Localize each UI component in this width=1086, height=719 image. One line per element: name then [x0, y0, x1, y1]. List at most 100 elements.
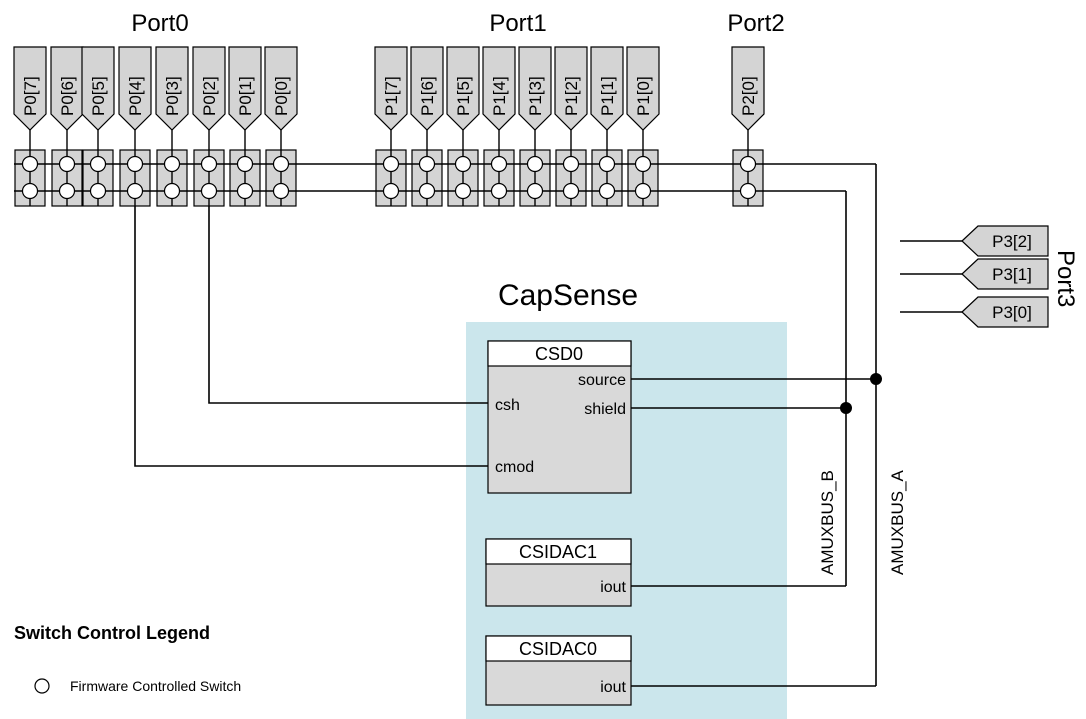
firmware-switch-icon[interactable] [21, 182, 39, 200]
pin-shape [155, 46, 189, 131]
pin-shape [192, 46, 226, 131]
pin-p05: P0[5] [81, 46, 115, 207]
firmware-switch-icon[interactable] [562, 155, 580, 173]
csidac0-block: CSIDAC0 iout [485, 635, 632, 706]
pin-p13: P1[3] [518, 46, 552, 207]
pin-p16: P1[6] [410, 46, 444, 207]
csidac1-title: CSIDAC1 [519, 542, 597, 562]
firmware-switch-icon[interactable] [126, 182, 144, 200]
pin-label: P0[4] [126, 76, 145, 116]
pin-p07: P0[7] [13, 46, 47, 207]
pin-p15: P1[5] [446, 46, 480, 207]
csd0-source-label: source [578, 372, 626, 389]
firmware-switch-icon[interactable] [490, 182, 508, 200]
pin-shape [961, 296, 1049, 328]
firmware-switch-icon[interactable] [418, 155, 436, 173]
pin-label: P1[4] [490, 76, 509, 116]
pin-p32: P3[2] [900, 225, 1049, 257]
firmware-switch-icon[interactable] [739, 182, 757, 200]
pin-shape [228, 46, 262, 131]
firmware-switch-icon[interactable] [739, 155, 757, 173]
port-pins: P0[7] P0[6]P0[5] P0[4] P0[3] P0[2] P0[1] P0[0]… [13, 46, 765, 207]
firmware-switch-icon[interactable] [21, 155, 39, 173]
firmware-switch-icon[interactable] [526, 182, 544, 200]
pin-shape [518, 46, 552, 131]
pin-shape [590, 46, 624, 131]
csd0-block: CSD0 source shield csh cmod [487, 340, 632, 494]
csd0-shield-label: shield [584, 401, 626, 418]
pin-p11: P1[1] [590, 46, 624, 207]
pin-shape [554, 46, 588, 131]
capsense-title: CapSense [498, 279, 638, 312]
firmware-switch-icon[interactable] [272, 182, 290, 200]
pin-label: P0[2] [200, 76, 219, 116]
pin-label: P1[1] [598, 76, 617, 116]
csidac0-iout-label: iout [600, 679, 626, 696]
pin-shape [961, 258, 1049, 290]
firmware-switch-icon[interactable] [634, 182, 652, 200]
firmware-switch-icon[interactable] [634, 155, 652, 173]
legend-firmware-switch: Firmware Controlled Switch [70, 678, 241, 694]
csidac1-iout-label: iout [600, 579, 626, 596]
pin-shape [50, 46, 84, 131]
firmware-switch-icon[interactable] [200, 182, 218, 200]
firmware-switch-icon[interactable] [58, 182, 76, 200]
firmware-switch-icon[interactable] [236, 155, 254, 173]
firmware-switch-icon[interactable] [200, 155, 218, 173]
pin-p03: P0[3] [155, 46, 189, 207]
firmware-switch-icon[interactable] [490, 155, 508, 173]
pin-shape [626, 46, 660, 131]
firmware-switch-icon[interactable] [58, 155, 76, 173]
shield-junction [840, 402, 852, 414]
firmware-switch-icon[interactable] [89, 182, 107, 200]
firmware-switch-icon[interactable] [562, 182, 580, 200]
csd0-csh-label: csh [495, 397, 520, 414]
pin-shape [482, 46, 516, 131]
amuxbus-a-label: AMUXBUS_A [888, 469, 907, 575]
pin-label: P3[0] [992, 303, 1032, 322]
csidac0-header [485, 635, 632, 662]
pin-p12: P1[2] [554, 46, 588, 207]
firmware-switch-icon[interactable] [272, 155, 290, 173]
pin-label: P3[1] [992, 265, 1032, 284]
pin-shape [731, 46, 765, 131]
legend-title: Switch Control Legend [14, 623, 210, 643]
firmware-switch-legend-icon [34, 678, 50, 694]
firmware-switch-icon[interactable] [163, 182, 181, 200]
pin-p06: P0[6] [50, 46, 84, 207]
pin-shape [81, 46, 115, 131]
pin-p14: P1[4] [482, 46, 516, 207]
pin-shape [13, 46, 47, 131]
pin-p17: P1[7] [374, 46, 408, 207]
firmware-switch-icon[interactable] [418, 182, 436, 200]
firmware-switch-icon[interactable] [454, 182, 472, 200]
pin-label: P0[3] [163, 76, 182, 116]
firmware-switch-icon[interactable] [89, 155, 107, 173]
source-junction [870, 373, 882, 385]
amuxbus-b-label: AMUXBUS_B [818, 470, 837, 575]
firmware-switch-icon[interactable] [163, 155, 181, 173]
firmware-switch-icon[interactable] [454, 155, 472, 173]
firmware-switch-icon[interactable] [382, 182, 400, 200]
firmware-switch-icon[interactable] [382, 155, 400, 173]
pin-p00: P0[0] [264, 46, 298, 207]
pin-shape [446, 46, 480, 131]
pin-label: P0[6] [58, 76, 77, 116]
csidac1-block: CSIDAC1 iout [485, 538, 632, 607]
pin-wires [134, 206, 876, 687]
firmware-switch-icon[interactable] [526, 155, 544, 173]
csh-wire [208, 206, 489, 404]
pin-label: P0[7] [21, 76, 40, 116]
csd0-cmod-label: cmod [495, 459, 534, 476]
pin-label: P0[1] [236, 76, 255, 116]
firmware-switch-icon[interactable] [598, 182, 616, 200]
pin-shape [374, 46, 408, 131]
firmware-switch-icon[interactable] [126, 155, 144, 173]
pin-label: P0[0] [272, 76, 291, 116]
csidac1-header [485, 538, 632, 565]
cmod-wire [134, 206, 489, 467]
firmware-switch-icon[interactable] [236, 182, 254, 200]
firmware-switch-icon[interactable] [598, 155, 616, 173]
pin-p31: P3[1] [900, 258, 1049, 290]
